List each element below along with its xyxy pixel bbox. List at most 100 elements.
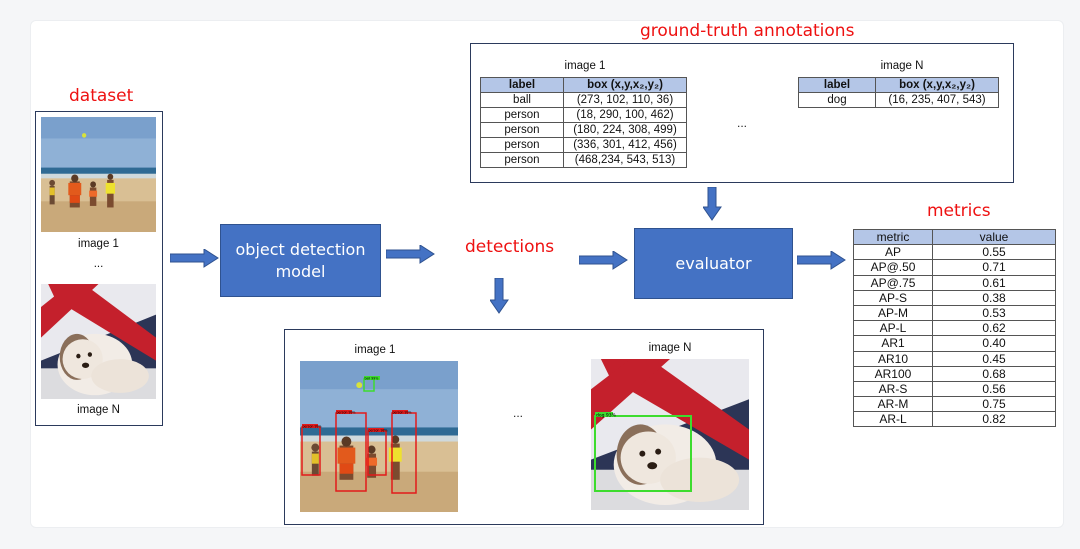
metrics-cell-value: 0.40 [932,335,1056,352]
det-tag-label: person 99% [393,410,412,414]
metrics-cell-value: 0.62 [932,320,1056,337]
det-tag-background [302,424,318,428]
gt-image-1-cell-label: person [480,122,564,138]
gt-image-1-cell-box: (468,234, 543, 513) [563,152,687,168]
det-dog-tag: dog 93% [596,413,617,419]
gt-image-1-row: person(180, 224, 308, 499) [480,122,687,138]
gt-image-1-row: person(336, 301, 412, 456) [480,137,687,153]
gt-image-1-cell-label: ball [480,92,564,108]
det-tag-label: person 99% [337,410,356,414]
gt-n-header-label: label [798,77,876,93]
arrow-detections-to-evaluator [579,251,628,270]
arrow-detections-down [490,278,509,314]
metrics-cell-metric: AP-S [853,289,933,306]
dataset-title: dataset [69,86,134,106]
gt-image-n-cell-label: dog [798,92,876,108]
det-image-1: ball 99% person 99% person 99% person 98% pe… [300,361,458,512]
metrics-cell-value: 0.53 [932,304,1056,322]
dataset-image-1 [41,117,156,232]
object-detection-model-label: object detection model [235,239,366,281]
dataset-image-n [41,284,156,399]
dataset-panel: image 1 ... image N [35,111,163,426]
gt-image-1-cell-label: person [480,137,564,153]
metrics-cell-metric: AR-S [853,380,933,398]
arrow-model-to-detections [386,245,435,264]
metrics-cell-metric: AP@.50 [853,259,933,276]
gt-image-1-cell-box: (18, 290, 100, 462) [563,107,687,123]
gt-image-1-table: label box (x,y,x₂,y₂) ball(273, 102, 110… [480,77,687,168]
gt-image-1-caption: image 1 [564,60,606,72]
det-tag-label: person 98% [369,428,388,432]
det-ellipsis: ... [513,406,524,420]
det-tag-label: ball 99% [365,376,379,380]
metrics-cell-metric: AP-L [853,320,933,337]
gt-image-1-cell-box: (336, 301, 412, 456) [563,137,687,153]
ground-truth-title: ground-truth annotations [640,21,855,41]
gt-header-box: box (x,y,x₂,y₂) [563,77,687,93]
metrics-cell-value: 0.56 [932,380,1056,398]
gt-image-1-row: person(468,234, 543, 513) [480,152,687,168]
gt-image-1-cell-box: (180, 224, 308, 499) [563,122,687,138]
metrics-cell-metric: AR10 [853,350,933,367]
gt-image-n-table: label box (x,y,x₂,y₂) dog(16, 235, 407, … [798,77,999,108]
gt-image-1-cell-label: person [480,107,564,123]
metrics-cell-value: 0.68 [932,365,1056,382]
metrics-cell-metric: AP@.75 [853,274,933,291]
metrics-cell-value: 0.45 [932,350,1056,367]
metrics-header-value: value [932,228,1056,246]
metrics-cell-value: 0.82 [932,411,1056,428]
dataset-image-n-caption: image N [77,404,120,416]
gt-image-n-cell-box: (16, 235, 407, 543) [875,92,999,108]
metrics-cell-metric: AR100 [853,365,933,382]
det-image-n-caption: image N [648,342,692,354]
metrics-cell-value: 0.61 [932,274,1056,291]
arrow-annotations-down [703,187,722,221]
metrics-cell-value: 0.55 [932,244,1056,261]
det-tag-background [364,376,380,380]
detections-title: detections [465,237,555,257]
evaluator-label: evaluator [675,253,752,273]
gt-image-n-caption: image N [880,60,924,72]
dataset-image-1-caption: image 1 [78,238,119,250]
metrics-cell-metric: AP [853,244,933,261]
gt-image-1-row: person(18, 290, 100, 462) [480,107,687,123]
metrics-header-metric: metric [853,228,933,246]
gt-image-1-cell-label: person [480,152,564,168]
gt-header-label: label [480,77,564,93]
evaluator-box: evaluator [634,228,793,299]
gt-ellipsis: ... [737,116,748,130]
object-detection-model-box: object detection model [220,224,381,297]
det-tag-label: person 99% [303,424,322,428]
gt-image-n-row: dog(16, 235, 407, 543) [798,92,999,108]
metrics-cell-value: 0.71 [932,259,1056,276]
metrics-title: metrics [927,201,991,221]
dataset-ellipsis: ... [93,258,104,270]
detections-panel: image 1 ball 99% person 99% person 99% pers… [284,329,764,525]
gt-image-1-row: ball(273, 102, 110, 36) [480,92,687,108]
metrics-cell-metric: AP-M [853,304,933,322]
metrics-cell-metric: AR1 [853,335,933,352]
det-image-1-caption: image 1 [354,344,396,356]
metrics-cell-value: 0.75 [932,396,1056,413]
det-tag-background [336,410,352,414]
metrics-cell-metric: AR-L [853,411,933,428]
det-image-n: dog 93% [591,359,749,510]
det-tag-background [392,410,408,414]
metrics-cell-metric: AR-M [853,396,933,413]
metrics-cell-value: 0.38 [932,289,1056,306]
det-tag-background [368,428,384,432]
arrow-dataset-to-model [170,249,219,268]
